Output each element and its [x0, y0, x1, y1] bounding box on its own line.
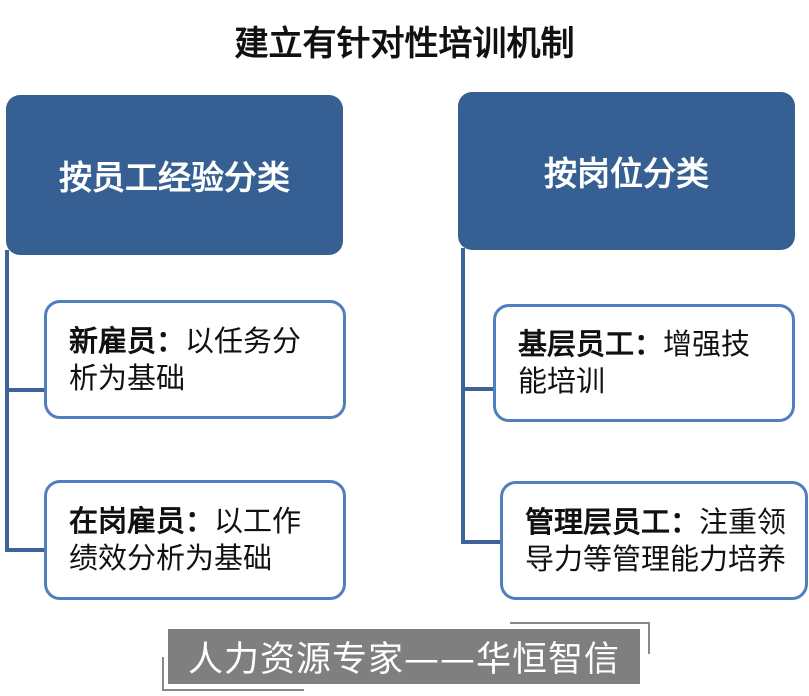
item-text: 注重领导力等管理能力培养	[525, 504, 787, 576]
footer-bracket-left	[162, 657, 304, 691]
right-connector-branch	[461, 387, 497, 391]
item-label: 管理层员工：	[525, 504, 700, 539]
item-label: 基层员工：	[518, 327, 664, 361]
left-connector-branch	[5, 388, 47, 392]
right-connector-line	[461, 248, 465, 544]
left-connector-branch	[5, 548, 47, 552]
right-category-header: 按岗位分类	[458, 92, 795, 250]
item-text: 以工作绩效分析为基础	[69, 504, 302, 575]
left-item-incumbent-employee: 在岗雇员：以工作绩效分析为基础	[44, 480, 346, 600]
item-text: 增强技能培训	[518, 327, 751, 398]
item-label: 新雇员：	[69, 323, 186, 358]
item-label: 在岗雇员：	[69, 504, 215, 538]
right-item-base-staff: 基层员工：增强技能培训	[493, 304, 795, 422]
left-connector-line	[5, 250, 9, 552]
item-text: 以任务分析为基础	[69, 323, 302, 395]
footer-banner: 人力资源专家——华恒智信	[168, 629, 640, 684]
page-title: 建立有针对性培训机制	[234, 24, 575, 64]
footer-bracket-right	[510, 622, 650, 654]
right-item-management-staff: 管理层员工：注重领导力等管理能力培养	[500, 481, 808, 600]
right-connector-branch	[461, 540, 503, 544]
left-item-new-employee: 新雇员：以任务分析为基础	[44, 300, 346, 419]
left-category-header: 按员工经验分类	[6, 95, 343, 255]
